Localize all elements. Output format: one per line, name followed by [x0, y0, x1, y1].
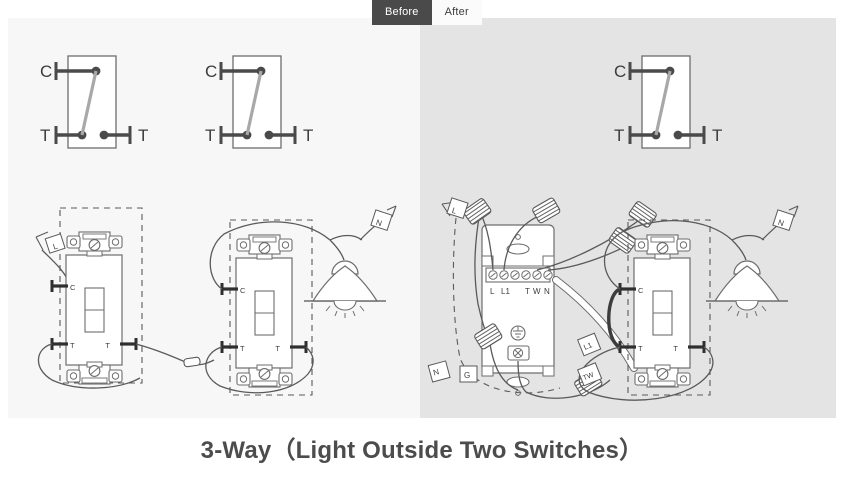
caption-main: 3-Way	[200, 437, 272, 464]
switch-strap-top-left	[66, 231, 123, 257]
traveler-wire-left-upper	[135, 343, 191, 365]
view-tabs: Before After	[372, 0, 482, 25]
schematic2-label-t-right: T	[303, 126, 313, 145]
wiring-switch-right: C T T	[183, 219, 331, 396]
terminal-label-c-after: C	[638, 286, 644, 295]
panel-after: C T T	[420, 18, 836, 418]
wire-nut-2	[532, 197, 561, 224]
schematic-switch-1: C T T	[40, 55, 148, 149]
wiring-switch-left: L	[35, 207, 191, 389]
lamp-feed-wire	[209, 221, 331, 290]
wire-tag-tw-after: TW	[577, 362, 603, 387]
wire-tag-n-after: N	[427, 360, 451, 383]
pendant-lamp-before: N	[304, 205, 397, 318]
wire-tag-l-left-label: L	[52, 241, 60, 251]
terminal-label-t-right-after: T	[673, 344, 678, 353]
switch-paddle-right	[254, 290, 275, 336]
schematic-switch-2: C T T	[205, 55, 313, 149]
wallbox-outline-after-right	[627, 219, 711, 396]
schematic-after-label-t-right: T	[712, 126, 722, 145]
switch-paddle-after	[652, 290, 673, 336]
switch-strap-bottom-right	[236, 364, 293, 388]
wire-tag-l-after-label: L	[451, 206, 459, 216]
schematic-after-label-c: C	[614, 62, 626, 81]
terminal-label-w: W	[533, 287, 541, 296]
caption-paren-close: ）	[619, 437, 644, 464]
panel-before: C T T C	[8, 18, 420, 418]
tab-before[interactable]: Before	[372, 0, 432, 25]
switch-strap-top-after	[634, 234, 691, 260]
terminal-label-t-right-left: T	[105, 341, 110, 350]
wire-tag-l-left: L	[35, 231, 66, 254]
smart-switch-module: L L1 T W N	[427, 197, 657, 399]
switch-strap-top-right	[236, 234, 293, 260]
schematic-switch-after: C T T	[614, 55, 722, 149]
wire-tag-l-after: L	[441, 197, 469, 220]
wire-tag-tw-after-label: TW	[582, 371, 595, 382]
schematic2-label-t-left: T	[205, 126, 215, 145]
page-title: 3-Way（Light Outside Two Switches）	[0, 430, 844, 465]
wire-nut-3	[628, 201, 657, 228]
terminal-label-t-right-right: T	[275, 344, 280, 353]
switch-strap-bottom-after	[634, 364, 691, 388]
pendant-lamp-after: N	[706, 205, 799, 318]
ground-symbol	[510, 325, 526, 341]
before-diagram: C T T C	[35, 55, 397, 396]
terminal-label-t-left-after: T	[638, 344, 643, 353]
switch-paddle-left	[84, 287, 105, 333]
wire-tag-n-after-label: N	[432, 367, 440, 377]
switch-strap-bottom-left	[66, 361, 123, 385]
wire-nut-1	[463, 198, 492, 225]
lamp-feed-wire-after	[603, 220, 733, 290]
terminal-label-t-left-left: T	[70, 341, 75, 350]
schematic2-label-c: C	[205, 62, 217, 81]
wire-tag-g-after-label: G	[464, 371, 470, 380]
caption-detail: Light Outside Two Switches	[295, 437, 620, 464]
terminal-label-l1: L1	[501, 287, 510, 296]
schematic-after-label-t-left: T	[614, 126, 624, 145]
terminal-screws	[488, 270, 553, 280]
wiring-switch-after-right: C T T L1	[577, 219, 733, 401]
wire-tag-n-after-lamp-label: N	[777, 218, 785, 228]
tab-after[interactable]: After	[431, 0, 482, 25]
schematic1-label-t-left: T	[40, 126, 50, 145]
wire-tag-g-after: G	[459, 365, 478, 383]
schematic1-label-c: C	[40, 62, 52, 81]
terminal-label-c-right: C	[240, 286, 246, 295]
wire-nut-5	[474, 323, 503, 350]
terminal-label-t-left-right: T	[240, 344, 245, 353]
terminal-label-l: L	[490, 287, 495, 296]
terminal-label-n: N	[544, 287, 550, 296]
wire-tag-n-before-label: N	[375, 218, 383, 228]
wire-splice	[183, 356, 201, 368]
terminal-label-c-left: C	[70, 283, 76, 292]
wire-tag-n-before: N	[370, 205, 397, 232]
after-diagram: C T T	[427, 55, 799, 401]
ground-screw	[507, 345, 530, 361]
wallbox-outline-right	[229, 219, 313, 396]
schematic1-label-t-right: T	[138, 126, 148, 145]
caption-paren-open: （	[271, 437, 296, 464]
wire-tag-l1-after-label: L1	[582, 340, 593, 351]
wire-tag-l1-after: L1	[577, 332, 602, 357]
traveler-wire-left-lower	[37, 343, 141, 389]
terminal-label-t: T	[525, 287, 530, 296]
wire-tag-n-after-lamp: N	[772, 205, 799, 232]
jumper-wire	[607, 287, 622, 349]
